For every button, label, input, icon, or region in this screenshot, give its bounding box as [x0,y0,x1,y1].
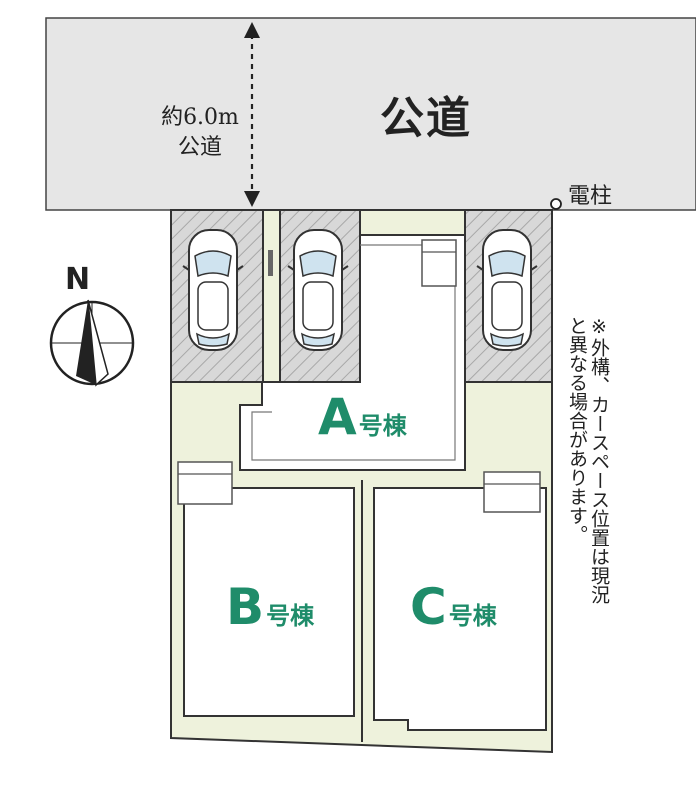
public-road [45,17,696,211]
building-c [373,487,547,731]
building-b [183,487,355,717]
car-2 [287,229,349,351]
building-a-letter: A [318,388,357,446]
building-b-label: B号棟 [226,578,314,636]
building-b-outdoor-unit [177,461,233,505]
building-b-suffix: 号棟 [266,602,315,630]
gate-post [268,250,273,276]
car-1 [182,229,244,351]
north-letter: N [65,262,91,297]
building-c-suffix: 号棟 [448,602,497,630]
road-width-label: 約6.0m 公道 [150,103,250,163]
building-a [239,234,466,471]
utility-pole-icon [550,198,562,210]
car-3 [476,229,538,351]
dimension-arrow-top [244,22,260,38]
building-a-outdoor-unit [421,239,457,287]
dimension-arrow-bottom [244,191,260,207]
road-width-value: 約6.0m [161,105,239,130]
disclaimer-note: ※外構、カースペース位置は現況と異なる場合があります。 [566,316,610,604]
road-title: 公道 [380,93,472,144]
building-c-outdoor-unit [483,471,541,513]
utility-pole-label: 電柱 [568,184,613,209]
building-a-label: A号棟 [318,388,407,446]
building-c-label: C号棟 [410,578,497,636]
building-c-letter: C [410,578,447,636]
building-a-suffix: 号棟 [358,412,407,440]
road-width-type: 公道 [177,135,222,160]
north-compass-icon [49,299,135,387]
building-b-letter: B [226,578,265,636]
